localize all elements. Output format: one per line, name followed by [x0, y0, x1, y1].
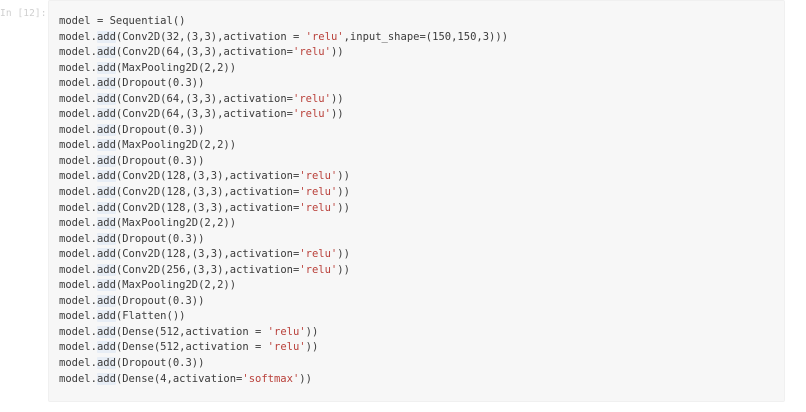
- code-line[interactable]: model.add(Conv2D(256,(3,3),activation='r…: [59, 263, 350, 276]
- code-line[interactable]: model.add(MaxPooling2D(2,2)): [59, 217, 237, 230]
- code-line[interactable]: model.add(Conv2D(64,(3,3),activation='re…: [59, 108, 344, 121]
- cell-prompt-label[interactable]: In [12]:: [0, 8, 47, 19]
- code-line[interactable]: model.add(Dense(512,activation = 'relu')…: [59, 341, 319, 354]
- code-line[interactable]: model.add(Conv2D(128,(3,3),activation='r…: [59, 248, 350, 261]
- code-line[interactable]: model.add(Conv2D(32,(3,3),activation = '…: [59, 30, 509, 43]
- code-line[interactable]: model.add(MaxPooling2D(2,2)): [59, 61, 237, 74]
- code-line[interactable]: model.add(Conv2D(128,(3,3),activation='r…: [59, 170, 350, 183]
- code-line[interactable]: model.add(Dropout(0.3)): [59, 232, 205, 245]
- code-line[interactable]: model.add(Flatten()): [59, 310, 186, 323]
- code-content[interactable]: model = Sequential() model.add(Conv2D(32…: [59, 15, 508, 385]
- code-line[interactable]: model.add(MaxPooling2D(2,2)): [59, 279, 237, 292]
- code-line[interactable]: model.add(Conv2D(64,(3,3),activation='re…: [59, 92, 344, 105]
- code-line[interactable]: model.add(Dense(512,activation = 'relu')…: [59, 325, 319, 338]
- code-line[interactable]: model.add(Dropout(0.3)): [59, 357, 205, 370]
- code-editor-area[interactable]: model = Sequential() model.add(Conv2D(32…: [48, 0, 785, 403]
- code-block[interactable]: model = Sequential() model.add(Conv2D(32…: [59, 14, 774, 387]
- code-line[interactable]: model = Sequential(): [59, 15, 186, 27]
- code-line[interactable]: model.add(Dense(4,activation='softmax')): [59, 372, 312, 385]
- code-line[interactable]: model.add(Dropout(0.3)): [59, 123, 205, 136]
- code-line[interactable]: model.add(Dropout(0.3)): [59, 154, 205, 167]
- code-line[interactable]: model.add(MaxPooling2D(2,2)): [59, 139, 237, 152]
- code-cell[interactable]: In [12]: model = Sequential() model.add(…: [0, 0, 806, 403]
- code-line[interactable]: model.add(Conv2D(128,(3,3),activation='r…: [59, 186, 350, 199]
- code-line[interactable]: model.add(Dropout(0.3)): [59, 294, 205, 307]
- code-line[interactable]: model.add(Conv2D(128,(3,3),activation='r…: [59, 201, 350, 214]
- code-line[interactable]: model.add(Conv2D(64,(3,3),activation='re…: [59, 46, 344, 59]
- code-line[interactable]: model.add(Dropout(0.3)): [59, 77, 205, 90]
